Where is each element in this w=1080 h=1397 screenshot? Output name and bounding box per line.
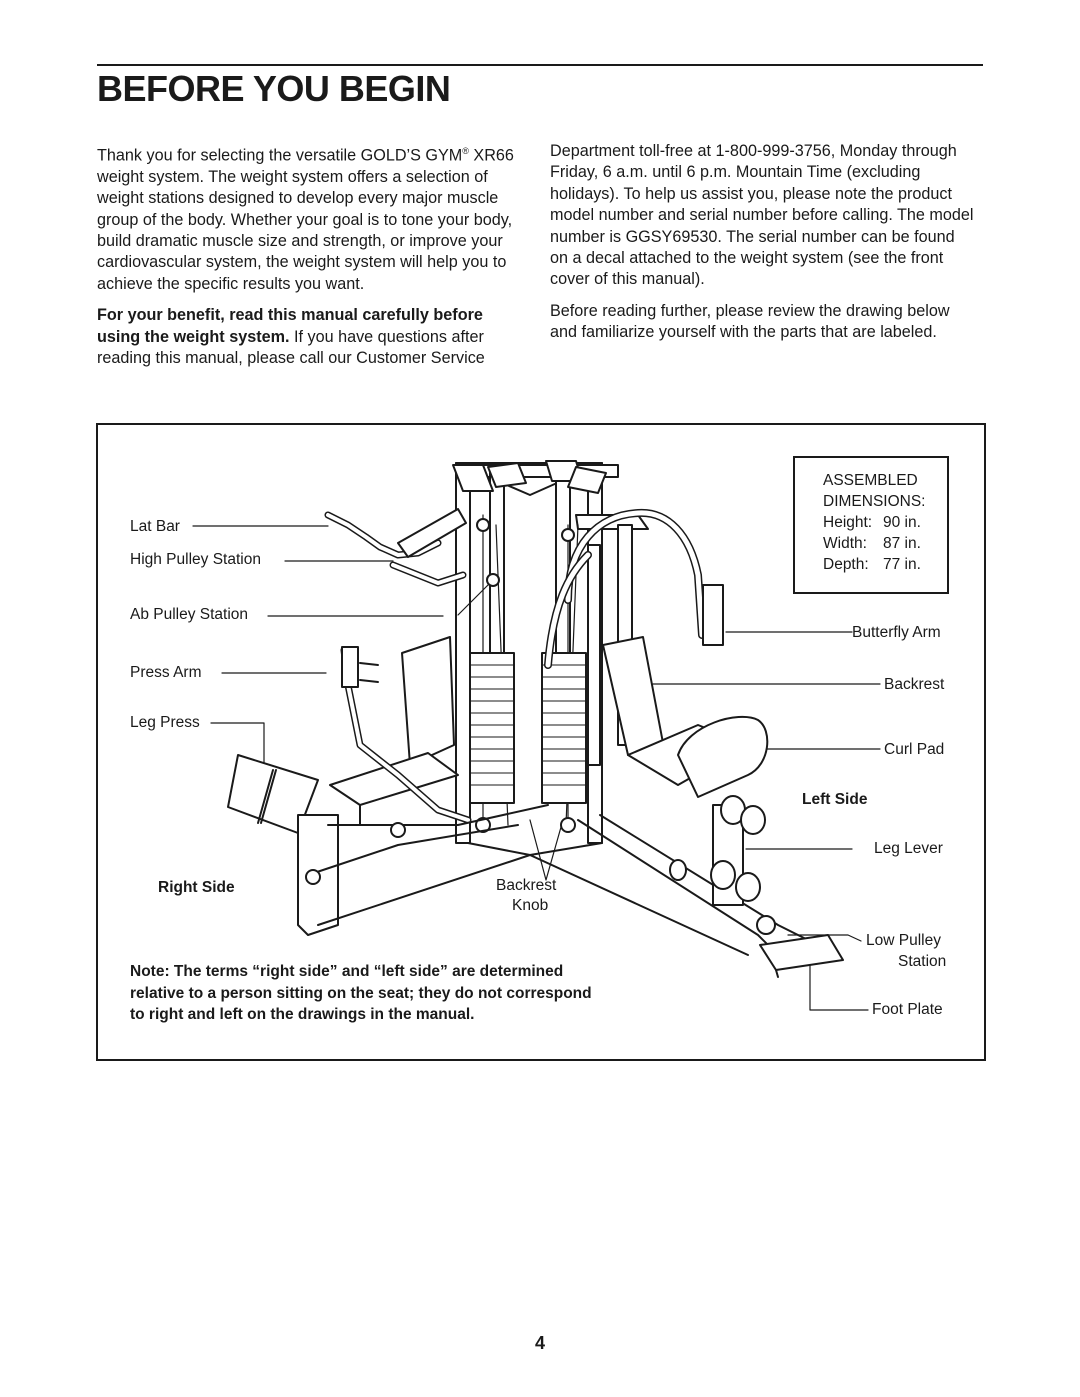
weight-system-drawing xyxy=(192,460,881,1011)
dimensions-heading-2: DIMENSIONS: xyxy=(823,493,926,510)
dimension-width: Width:87 in. xyxy=(823,535,921,552)
label-high-pulley-station: High Pulley Station xyxy=(130,551,261,568)
label-butterfly-arm: Butterfly Arm xyxy=(852,624,941,641)
label-curl-pad: Curl Pad xyxy=(884,741,945,758)
label-left-side: Left Side xyxy=(802,791,868,808)
note-line-3: to right and left on the drawings in the… xyxy=(130,1006,475,1023)
right-station xyxy=(227,636,549,936)
intro-text-a: Thank you for selecting the versatile GO… xyxy=(97,146,463,165)
label-backrest-knob-1: Backrest xyxy=(496,877,557,894)
base-frame xyxy=(317,842,749,956)
label-backrest: Backrest xyxy=(884,676,945,693)
label-low-pulley-2: Station xyxy=(898,953,947,970)
page-title: BEFORE YOU BEGIN xyxy=(97,68,451,109)
dimension-height: Height:90 in. xyxy=(823,514,921,531)
label-leg-press: Leg Press xyxy=(130,714,200,731)
label-right-side: Right Side xyxy=(158,879,235,896)
benefit-bold: For your benefit, read this manual caref… xyxy=(97,306,483,346)
weight-stacks xyxy=(469,652,587,804)
label-backrest-knob-2: Knob xyxy=(512,897,549,914)
label-press-arm: Press Arm xyxy=(130,664,202,681)
label-leg-lever: Leg Lever xyxy=(874,840,943,857)
butterfly-arm-drawing xyxy=(544,508,724,669)
note-line-1: Note: The terms “right side” and “left s… xyxy=(130,963,564,980)
intro-text-b: XR66 weight system. The weight system of… xyxy=(97,146,514,293)
benefit-paragraph: For your benefit, read this manual caref… xyxy=(97,306,485,368)
note-line-2: relative to a person sitting on the seat… xyxy=(130,984,592,1002)
intro-paragraph: Thank you for selecting the versatile GO… xyxy=(97,141,523,295)
right-column: Department toll-free at 1-800-999-3756, … xyxy=(550,141,976,354)
label-foot-plate: Foot Plate xyxy=(872,1001,943,1018)
leader-lines xyxy=(192,525,881,1011)
label-lat-bar: Lat Bar xyxy=(130,518,180,535)
review-paragraph: Before reading further, please review th… xyxy=(550,301,950,342)
label-low-pulley-1: Low Pulley xyxy=(866,932,941,949)
assembled-dimensions-box: ASSEMBLED DIMENSIONS: Height:90 in. Widt… xyxy=(793,456,949,594)
contact-paragraph: Department toll-free at 1-800-999-3756, … xyxy=(550,142,974,289)
left-column: Thank you for selecting the versatile GO… xyxy=(97,141,523,379)
registered-mark: ® xyxy=(462,146,469,156)
label-ab-pulley-station: Ab Pulley Station xyxy=(130,606,249,623)
dimensions-heading-1: ASSEMBLED xyxy=(823,472,918,489)
parts-figure: Lat Bar High Pulley Station Ab Pulley St… xyxy=(96,423,986,1061)
title-rule xyxy=(97,64,983,66)
side-orientation-note: Note: The terms “right side” and “left s… xyxy=(130,961,690,1026)
page-number: 4 xyxy=(534,1333,545,1353)
left-station xyxy=(577,636,844,978)
dimension-depth: Depth:77 in. xyxy=(823,556,921,573)
